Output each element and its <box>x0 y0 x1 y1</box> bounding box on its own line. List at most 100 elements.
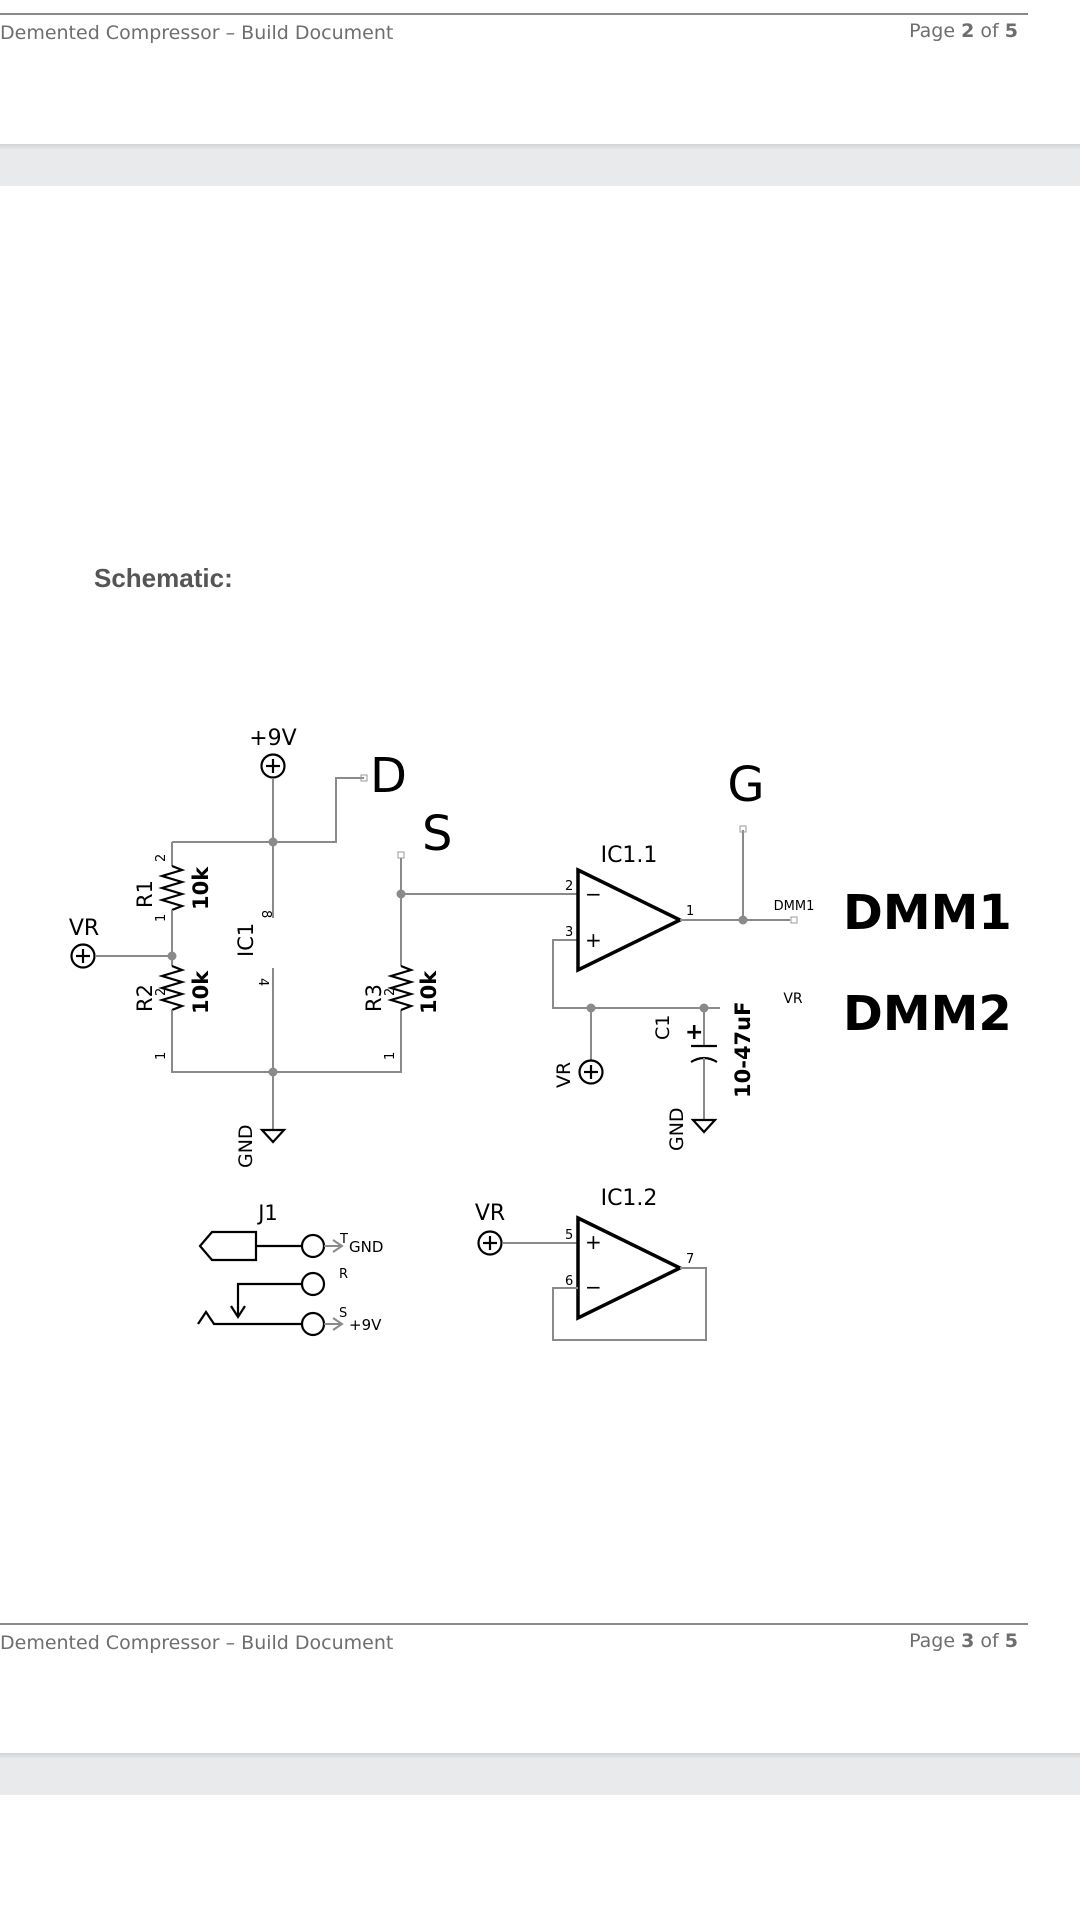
schematic-label: 1 <box>154 1052 169 1060</box>
schematic-wire <box>332 1317 344 1331</box>
schematic-wire <box>273 1010 402 1073</box>
schematic-label: 2 <box>154 988 169 996</box>
schematic-label: 3 <box>565 925 573 940</box>
dmm1-connector <box>790 916 798 924</box>
vr-supply-bottom <box>477 1230 503 1256</box>
schematic-label: 1 <box>686 904 694 919</box>
footer-page-number: Page 2 of 5 <box>909 20 1018 42</box>
page-of: of <box>980 1630 999 1652</box>
schematic-wire <box>690 1118 718 1134</box>
page-separator-shadow <box>0 144 1080 150</box>
vr-supply-left <box>70 943 96 969</box>
schematic-label: 1 <box>383 1052 398 1060</box>
page-separator-shadow <box>0 1753 1080 1759</box>
vr-label-center: VR <box>553 1062 575 1088</box>
vr-label-left: VR <box>69 916 99 941</box>
c1-plus: + <box>685 1020 703 1045</box>
c1-ref: C1 <box>652 1015 674 1040</box>
schematic-wire <box>158 864 186 912</box>
schematic-label: 6 <box>565 1274 573 1289</box>
schematic-wire <box>576 1215 684 1321</box>
footer-document-title: Demented Compressor – Build Document <box>0 22 394 44</box>
s-connector <box>397 851 405 859</box>
page-current: 3 <box>961 1630 975 1652</box>
schematic-wire <box>332 1239 344 1253</box>
ic1-1-plus: + <box>585 928 602 952</box>
ic1-2-minus: − <box>585 1275 602 1299</box>
plus9v-label: +9V <box>249 726 296 751</box>
schematic-wire <box>171 1010 273 1073</box>
j1-gnd-label: GND <box>349 1238 383 1256</box>
schematic-label: 2 <box>383 988 398 996</box>
page-separator <box>0 1753 1080 1795</box>
page-of: of <box>980 20 999 42</box>
schematic-wire <box>259 1128 287 1144</box>
dmm1-small-label: DMM1 <box>774 899 815 914</box>
schematic-label: 2 <box>565 879 573 894</box>
j1-label: J1 <box>256 1201 278 1225</box>
schematic-label: 7 <box>686 1252 694 1267</box>
schematic-wire <box>576 867 684 973</box>
ic1-1-label: IC1.1 <box>601 843 658 868</box>
schematic-wire <box>477 1230 503 1256</box>
g-label: G <box>727 757 764 813</box>
page-separator <box>0 144 1080 186</box>
schematic-wire <box>578 1059 604 1085</box>
schematic-label: T <box>339 1232 348 1247</box>
schematic-wire <box>552 1267 707 1341</box>
schematic-wire <box>172 777 364 843</box>
page-current: 2 <box>961 20 975 42</box>
schematic-label: 5 <box>565 1228 573 1243</box>
schematic-diagram: +9V D 8 4 IC1 2 1 R1 10k VR 2 1 R2 10k G… <box>69 726 1012 1341</box>
schematic-wire <box>260 753 286 779</box>
footer-rule <box>0 1623 1028 1625</box>
r1-ref: R1 <box>133 880 157 908</box>
schematic-wire <box>300 1311 326 1337</box>
page-prefix: Page <box>909 20 956 42</box>
ic1-label: IC1 <box>234 923 258 957</box>
r3-value: 10k <box>417 970 441 1014</box>
g-connector <box>739 825 747 833</box>
schematic-label: R <box>339 1267 348 1282</box>
vr-supply-center <box>578 1059 604 1085</box>
d-label: D <box>370 748 407 804</box>
r1-value: 10k <box>189 866 213 910</box>
ic1-pin8: 8 <box>258 910 273 918</box>
ic1-1-minus: − <box>585 882 602 906</box>
schematic-wire <box>197 1310 302 1326</box>
schematic-label: 1 <box>154 914 169 922</box>
s-label: S <box>422 806 452 862</box>
dmm2-label: DMM2 <box>843 986 1012 1042</box>
vr-small-label: VR <box>783 991 803 1007</box>
ic1-pin4: 4 <box>255 978 270 986</box>
schematic-label: S <box>339 1306 347 1321</box>
d-connector <box>360 774 368 782</box>
page-total: 5 <box>1004 1630 1018 1652</box>
schematic-label: 2 <box>154 854 169 862</box>
schematic-wire <box>552 939 720 1009</box>
page-prefix: Page <box>909 1630 956 1652</box>
footer-rule <box>0 13 1028 15</box>
schematic-wire <box>236 1282 302 1316</box>
footer-document-title: Demented Compressor – Build Document <box>0 1632 394 1654</box>
schematic-wire <box>300 1271 326 1297</box>
r2-ref: R2 <box>133 984 157 1012</box>
plus9v-supply: +9V <box>249 726 297 779</box>
c1-value: 10-47uF <box>731 1002 755 1098</box>
ic1-2-plus: + <box>585 1230 602 1254</box>
schematic-wire <box>230 1305 246 1320</box>
page-total: 5 <box>1004 20 1018 42</box>
j1-9v-label: +9V <box>349 1316 382 1334</box>
section-heading: Schematic: <box>94 563 233 593</box>
schematic-wire <box>198 1230 258 1262</box>
schematic-wire <box>70 943 96 969</box>
schematic-wire <box>387 964 415 1012</box>
gnd-label-left: GND <box>235 1124 257 1168</box>
r3-ref: R3 <box>362 984 386 1012</box>
footer-page-number: Page 3 of 5 <box>909 1630 1018 1652</box>
schematic-wire <box>300 1233 326 1259</box>
vr-label-bottom: VR <box>475 1201 505 1226</box>
schematic-wire <box>158 964 186 1012</box>
ic1-2-label: IC1.2 <box>601 1186 658 1211</box>
r2-value: 10k <box>189 970 213 1014</box>
